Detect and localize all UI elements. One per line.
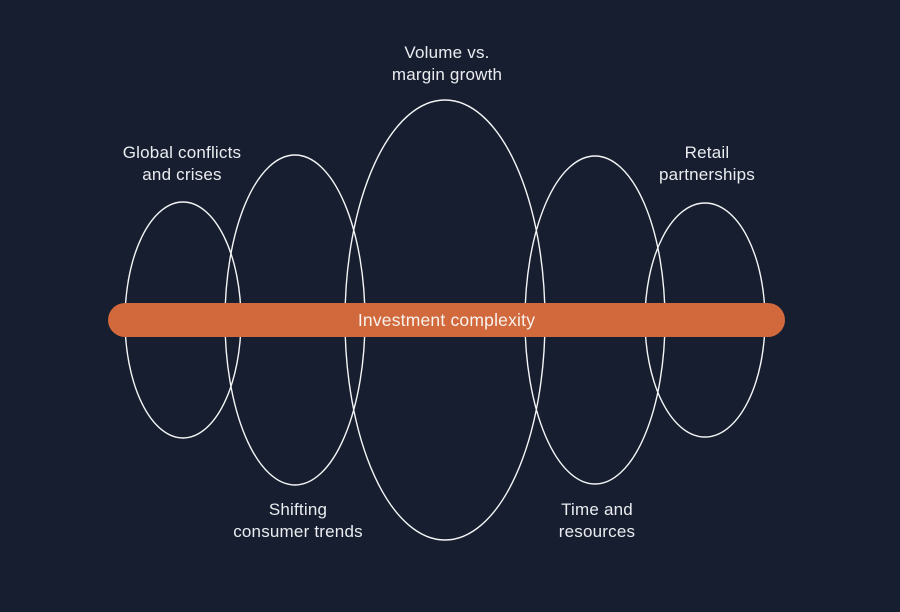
label-time-and-resources: Time and resources xyxy=(558,500,636,541)
investment-complexity-bar: Investment complexity xyxy=(108,303,785,337)
label-retail-partnerships: Retail partnerships xyxy=(659,143,755,184)
label-volume-vs-margin-growth: Volume vs. margin growth xyxy=(391,43,503,84)
label-global-conflicts-and-crises: Global conflicts and crises xyxy=(122,143,242,184)
investment-complexity-label: Investment complexity xyxy=(357,309,536,330)
label-shifting-consumer-trends: Shifting consumer trends xyxy=(233,500,363,541)
